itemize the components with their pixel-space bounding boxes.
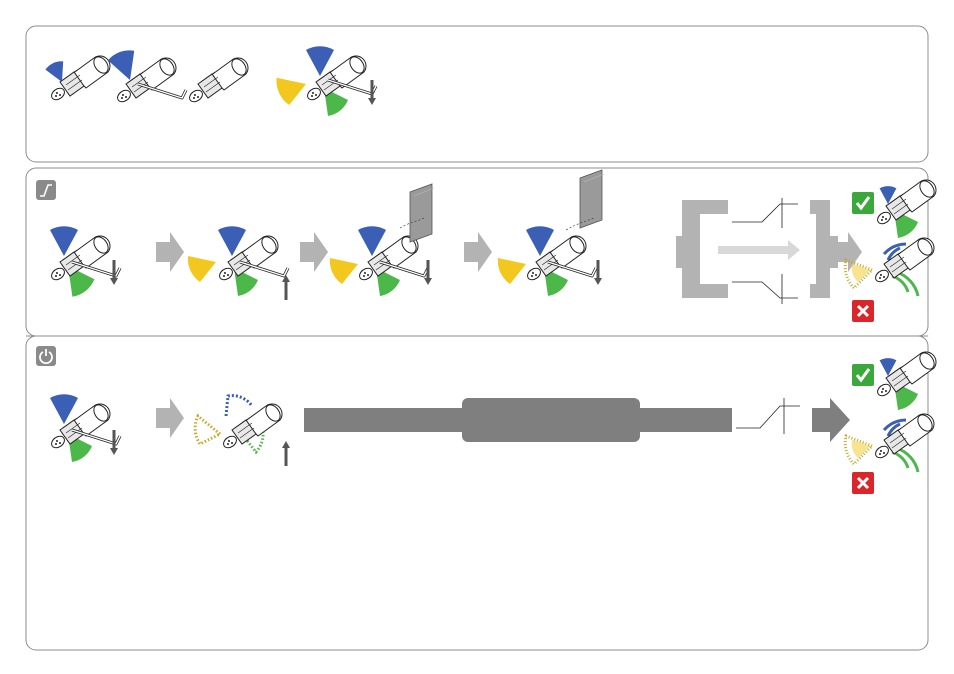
check-icon	[852, 192, 874, 214]
power-step-2-sensor	[195, 396, 290, 466]
right-arrow-icon	[156, 232, 184, 272]
ramp-icon	[36, 180, 56, 200]
cross-icon	[852, 472, 874, 494]
target-plate-far	[566, 170, 604, 230]
sensor-with-three-fans	[276, 46, 376, 116]
teach-step-2-sensor	[188, 226, 290, 300]
check-icon	[852, 364, 874, 386]
teach-step-4-sensor	[498, 226, 602, 296]
right-arrow-icon	[300, 232, 328, 272]
up-arrow-icon	[282, 275, 290, 300]
sensor-with-hex-key	[107, 47, 186, 104]
right-arrow-icon	[812, 398, 850, 442]
result-fail-sensor	[845, 236, 935, 296]
power-icon	[36, 346, 56, 366]
panel-power-on	[26, 336, 928, 650]
sensor-with-blue-fan	[44, 54, 111, 102]
result-fail-sensor	[845, 412, 935, 472]
target-plate	[400, 184, 434, 242]
teach-step-1-sensor	[49, 226, 120, 297]
cross-icon	[852, 300, 874, 322]
up-arrow-icon	[282, 441, 290, 466]
sensor-plain	[187, 56, 249, 104]
power-timeline	[304, 398, 800, 442]
right-arrow-icon	[156, 398, 184, 438]
right-arrow-icon	[464, 232, 492, 272]
teach-timing-block	[676, 198, 838, 304]
power-step-1-sensor	[49, 394, 120, 462]
panel-setup	[26, 26, 928, 162]
